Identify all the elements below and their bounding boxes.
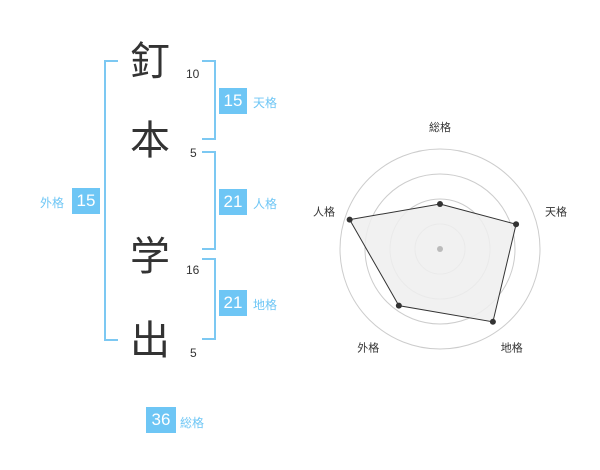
jinkaku-value: 21: [219, 189, 247, 215]
name-char-1: 釘: [130, 39, 170, 85]
tenkaku-value: 15: [219, 88, 247, 114]
soukaku-label: 総格: [180, 416, 205, 430]
stroke-count-2: 5: [190, 146, 197, 160]
radar-axis-label-1: 総格: [429, 120, 451, 134]
chikaku-bracket: [202, 258, 216, 340]
jinkaku-bracket: [202, 151, 216, 250]
radar-polygon: [348, 203, 517, 323]
radar-point-2: [513, 221, 520, 228]
radar-point-5: [346, 216, 353, 223]
radar-axis-label-4: 外格: [357, 341, 379, 355]
radar-grid-ring: [389, 198, 491, 300]
radar-axis-label-2: 天格: [545, 204, 567, 218]
name-char-4: 出: [130, 318, 170, 364]
radar-axis-label-3: 地格: [501, 341, 523, 355]
radar-grid-ring: [414, 223, 466, 275]
radar-grid-ring: [364, 173, 516, 325]
radar-center-dot: [437, 246, 443, 252]
chikaku-label: 地格: [253, 298, 278, 312]
jinkaku-label: 人格: [253, 197, 278, 211]
radar-point-3: [489, 318, 496, 325]
tenkaku-bracket: [202, 60, 216, 140]
gaikaku-bracket: [104, 60, 118, 341]
tenkaku-label: 天格: [253, 96, 278, 110]
soukaku-value: 36: [146, 407, 176, 433]
radar-point-1: [437, 201, 443, 207]
radar-axis-label-5: 人格: [313, 204, 335, 218]
name-char-2: 本: [130, 118, 170, 164]
chikaku-value: 21: [219, 290, 247, 316]
stroke-count-1: 10: [186, 67, 200, 81]
name-char-3: 学: [130, 234, 170, 280]
gaikaku-label: 外格: [40, 196, 65, 210]
gaikaku-value: 15: [72, 188, 100, 214]
radar-grid-ring: [339, 148, 541, 350]
stroke-count-4: 5: [190, 346, 197, 360]
radar-point-4: [395, 302, 402, 309]
stroke-count-3: 16: [186, 263, 200, 277]
